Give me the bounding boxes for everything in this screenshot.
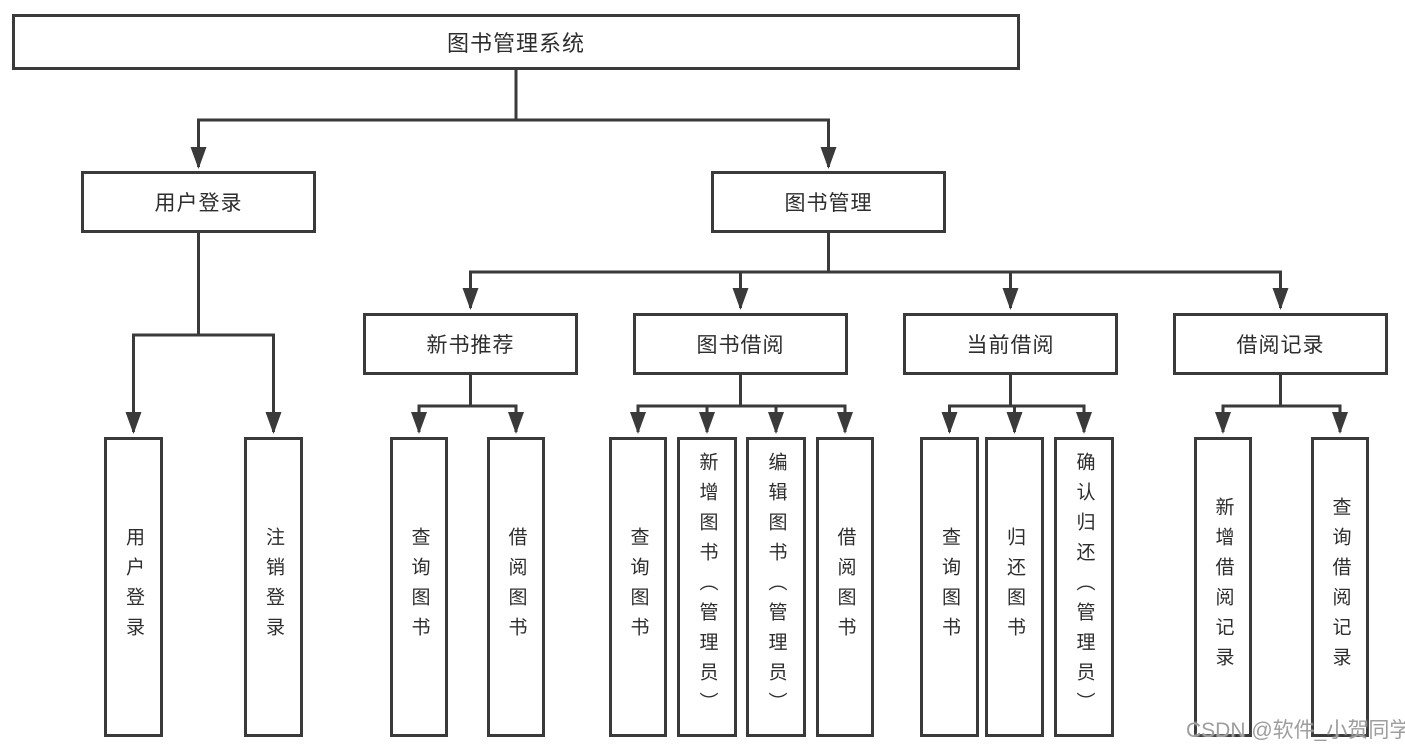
node-current-borrowing: 当前借阅 [903,313,1118,375]
node-library-management-system: 图书管理系统 [12,14,1020,70]
leaf-user-login: 用户登录 [104,437,163,737]
leaf-add-book-admin: 新增图书（管理员） [677,437,737,737]
node-book-management: 图书管理 [711,171,946,233]
node-book-borrowing: 图书借阅 [633,313,848,375]
node-borrowing-records: 借阅记录 [1173,313,1388,375]
leaf-logout-login: 注销登录 [244,437,303,737]
leaf-borrow-book-under-newbook: 借阅图书 [487,437,545,737]
leaf-borrow-book-under-borrowing: 借阅图书 [816,437,874,737]
leaf-query-borrow-record: 查询借阅记录 [1311,437,1369,737]
leaf-add-borrow-record: 新增借阅记录 [1194,437,1252,737]
leaf-query-book-under-current: 查询图书 [920,437,979,737]
node-user-login: 用户登录 [81,171,316,233]
csdn-watermark: CSDN @软件_小贺同学 [1186,719,1405,742]
leaf-edit-book-admin: 编辑图书（管理员） [746,437,806,737]
leaf-confirm-return-admin: 确认归还（管理员） [1054,437,1114,737]
leaf-query-book-under-newbook: 查询图书 [390,437,448,737]
node-new-book-recommendation: 新书推荐 [363,313,578,375]
leaf-query-book-under-borrowing: 查询图书 [609,437,667,737]
leaf-return-book: 归还图书 [985,437,1044,737]
